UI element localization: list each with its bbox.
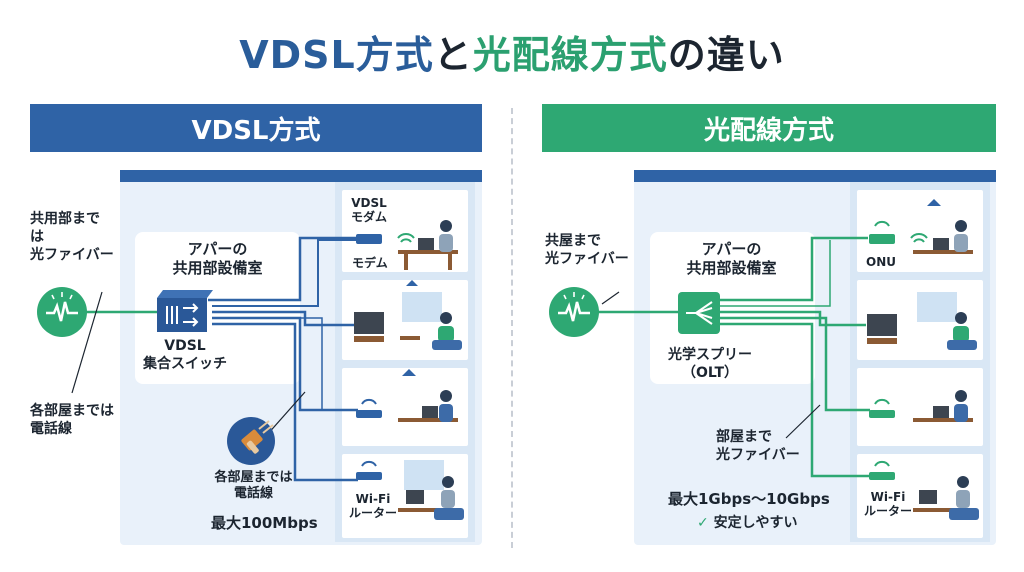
vdsl-modem-label-bottom: モデム — [352, 256, 388, 270]
vdsl-roof — [120, 170, 482, 182]
fiber-room-illustrations — [867, 199, 979, 520]
vdsl-banner: VDSL方式 — [30, 104, 482, 152]
phone-plug-icon — [227, 417, 275, 465]
onu-label: ONU — [866, 255, 896, 269]
vdsl-switch-icon — [157, 290, 213, 332]
vdsl-room-illustrations — [354, 220, 464, 520]
fiber-banner: 光配線方式 — [542, 104, 996, 152]
title-fiber: 光配線方式 — [472, 33, 668, 77]
title-to: と — [433, 33, 473, 77]
fiber-room-label: アパーの 共用部設備室 — [686, 240, 777, 277]
vdsl-fiber-node-icon — [37, 287, 87, 337]
fiber-speed: 最大1Gbps〜10Gbps — [668, 490, 830, 508]
vdsl-router-label: Wi-Fi ルーター — [348, 492, 397, 520]
fiber-node-icon — [549, 287, 599, 337]
vdsl-room-label: アパーの 共用部設備室 — [172, 240, 263, 277]
vdsl-incoming-label: 共用部まで は 光ファイバー — [30, 211, 114, 263]
fiber-roof — [634, 170, 996, 182]
vdsl-modem-label-top: VDSL モダム — [350, 196, 387, 224]
vdsl-switch-label: VDSL 集合スイッチ — [143, 338, 227, 372]
title-diff: の違い — [667, 33, 785, 77]
fiber-incoming-label: 共屋まで 光ファイバー — [545, 233, 629, 267]
page-title: VDSL方式と光配線方式の違い — [0, 24, 1024, 79]
vdsl-phone-line-label: 各部屋までは 電話線 — [30, 403, 114, 437]
splitter-label: 光学スプリー （OLT） — [668, 347, 752, 381]
center-divider — [511, 108, 513, 548]
vdsl-plug-label: 各部屋までは 電話線 — [214, 470, 293, 501]
fiber-router-label: Wi-Fi ルーター — [863, 490, 912, 518]
fiber-stable-text: 安定しやすい — [713, 515, 798, 531]
check-icon: ✓ — [697, 515, 709, 531]
fiber-stable-row: ✓ 安定しやすい — [697, 514, 797, 532]
splitter-icon — [678, 292, 720, 334]
vdsl-speed: 最大100Mbps — [211, 514, 318, 532]
title-vdsl: VDSL方式 — [239, 33, 434, 77]
fiber-to-rooms-label: 部屋まで 光ファイバー — [716, 429, 800, 463]
fiber-equipment-room — [650, 232, 815, 384]
